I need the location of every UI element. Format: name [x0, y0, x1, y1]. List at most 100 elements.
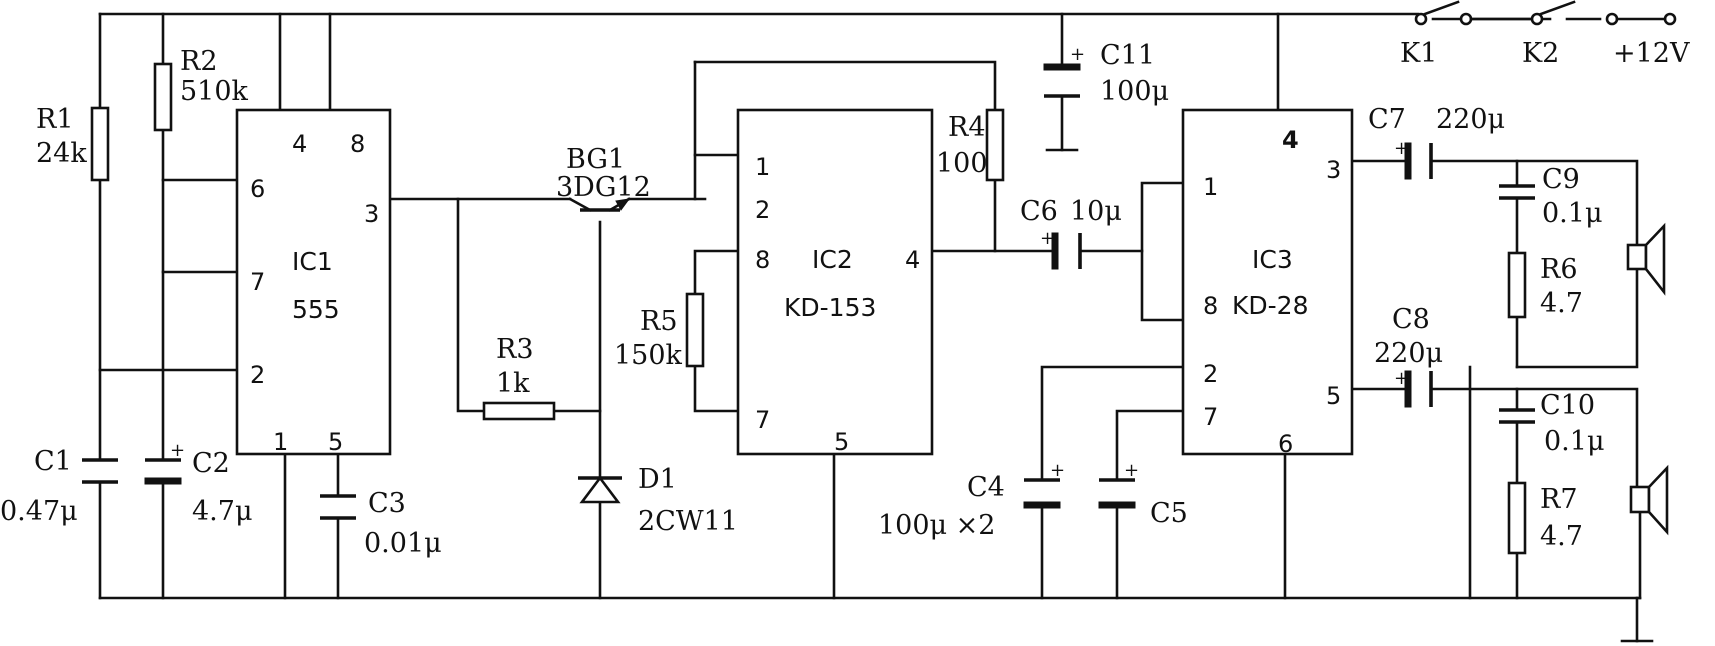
r6-ref: R6	[1540, 254, 1578, 285]
ic1-name: IC1	[292, 247, 333, 276]
ic3-pin6-label: 6	[1278, 430, 1293, 458]
r2-ref: R2	[180, 46, 218, 77]
c1-value: 0.47μ	[0, 496, 78, 527]
ic2-pin5-label: 5	[834, 428, 849, 456]
ic3-pin7-label: 7	[1203, 403, 1218, 431]
c2-ref: C2	[192, 448, 230, 479]
ic2-pin2-label: 2	[755, 196, 770, 224]
r7-value: 4.7	[1540, 521, 1583, 552]
r4-value: 100	[936, 148, 988, 179]
c7-plus: +	[1394, 138, 1409, 159]
capacitor-c4: + C4 100μ ×2	[878, 460, 1065, 541]
c8-value: 220μ	[1374, 338, 1443, 369]
ic2-part: KD-153	[784, 293, 876, 322]
d1-ref: D1	[638, 464, 677, 495]
resistor-r4: R4 100	[936, 108, 1005, 182]
c5-ref: C5	[1150, 498, 1188, 529]
ic3-pin8-label: 8	[1203, 292, 1218, 320]
c9-value: 0.1μ	[1542, 198, 1603, 229]
speaker-icon	[1629, 464, 1669, 536]
c6-ref: C6	[1020, 196, 1058, 227]
r3-ref: R3	[496, 334, 534, 365]
ic3-pin2-label: 2	[1203, 360, 1218, 388]
ic1-pin1-label: 1	[273, 428, 288, 456]
ic1-pin4-label: 4	[292, 130, 307, 158]
capacitor-c1: C1 0.47μ	[0, 446, 118, 527]
diode-d1: D1 2CW11	[578, 464, 738, 537]
ic1-pin3-label: 3	[364, 200, 379, 228]
resistor-r7: R7 4.7	[1507, 481, 1583, 555]
capacitor-c9: C9 0.1μ	[1499, 164, 1603, 229]
c4-ref: C4	[967, 472, 1005, 503]
ic3-name: IC3	[1252, 245, 1293, 274]
supply-label: +12V	[1613, 38, 1690, 69]
ic2-pin4-label: 4	[905, 246, 920, 274]
capacitor-c2: + C2 4.7μ	[144, 440, 253, 527]
capacitor-c8: + C8 220μ	[1374, 304, 1443, 408]
r1-value: 24k	[36, 138, 87, 169]
supply-terminal: +12V	[1613, 12, 1690, 69]
r3-value: 1k	[496, 368, 530, 399]
ic1-pin2-label: 2	[250, 361, 265, 389]
ic2-chip: 1 2 8 4 7 5 IC2 KD-153	[736, 108, 934, 456]
ic1-part: 555	[292, 295, 340, 324]
ic1-pin8-label: 8	[350, 130, 365, 158]
ic1-pin5-label: 5	[328, 428, 343, 456]
ic3-pin3-label: 3	[1326, 156, 1341, 184]
capacitor-c7: + C7 220μ	[1368, 104, 1505, 180]
c5-plus: +	[1124, 460, 1139, 481]
r7-ref: R7	[1540, 484, 1578, 515]
c11-value: 100μ	[1100, 76, 1169, 107]
c3-ref: C3	[368, 488, 406, 519]
ic3-pin5-label: 5	[1326, 382, 1341, 410]
c10-value: 0.1μ	[1544, 426, 1605, 457]
resistor-r6: R6 4.7	[1507, 251, 1583, 319]
bg1-ref: BG1	[566, 144, 625, 175]
resistor-r2: R2 510k	[153, 46, 249, 132]
c7-ref: C7	[1368, 104, 1406, 135]
r5-ref: R5	[640, 306, 678, 337]
c6-value: 10μ	[1070, 196, 1122, 227]
speaker-icon	[1626, 222, 1666, 296]
ic2-pin1-label: 1	[755, 153, 770, 181]
bg1-part: 3DG12	[556, 172, 651, 203]
r2-value: 510k	[180, 76, 249, 107]
c10-ref: C10	[1540, 390, 1595, 421]
switch-k2: K2	[1469, 0, 1619, 69]
resistor-r3: R3 1k	[482, 334, 556, 421]
capacitor-c11: + C11 100μ	[1043, 40, 1169, 152]
switch-k1: K1	[1400, 0, 1473, 69]
d1-part: 2CW11	[638, 506, 738, 537]
ic3-part: KD-28	[1232, 291, 1308, 320]
capacitor-c5: + C5	[1098, 460, 1188, 529]
capacitor-c10: C10 0.1μ	[1499, 390, 1605, 457]
switch-k1-label: K1	[1400, 38, 1437, 69]
ic1-pin6-label: 6	[250, 175, 265, 203]
ic3-pin1-label: 1	[1203, 173, 1218, 201]
c7-value: 220μ	[1436, 104, 1505, 135]
capacitor-c6: + C6 10μ	[1020, 196, 1122, 270]
ic1-pin7-label: 7	[250, 268, 265, 296]
wires	[98, 12, 1654, 643]
ic2-name: IC2	[812, 245, 853, 274]
transistor-bg1: BG1 3DG12	[556, 144, 651, 212]
ic3-chip: 4 1 3 8 2 7 5 6 IC3 KD-28	[1181, 108, 1354, 458]
ic2-pin7-label: 7	[755, 406, 770, 434]
ic2-pin8-label: 8	[755, 246, 770, 274]
ic1-chip: 4 8 6 3 7 2 1 5 IC1 555	[235, 108, 392, 456]
c11-plus: +	[1070, 44, 1085, 65]
c6-plus: +	[1040, 228, 1055, 249]
c11-ref: C11	[1100, 40, 1155, 71]
resistor-r1: R1 24k	[36, 104, 110, 182]
c4-value: 100μ ×2	[878, 510, 995, 541]
c4-plus: +	[1050, 460, 1065, 481]
c3-value: 0.01μ	[364, 528, 442, 559]
c9-ref: C9	[1542, 164, 1580, 195]
c2-value: 4.7μ	[192, 496, 253, 527]
capacitor-c3: C3 0.01μ	[320, 488, 442, 559]
r4-ref: R4	[948, 112, 986, 143]
c2-plus: +	[170, 440, 185, 461]
c8-ref: C8	[1392, 304, 1430, 335]
c8-plus: +	[1394, 368, 1409, 389]
